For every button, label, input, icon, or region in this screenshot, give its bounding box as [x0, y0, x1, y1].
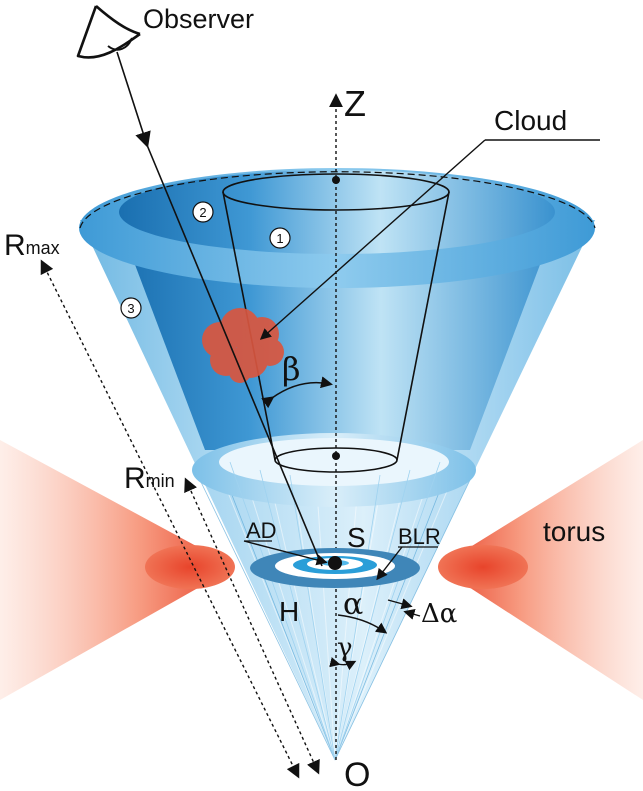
alpha-arc — [337, 614, 388, 634]
svg-text:3: 3 — [127, 301, 134, 316]
svg-text:2: 2 — [199, 205, 206, 220]
beta-label: β — [282, 350, 301, 388]
torus-label: torus — [543, 516, 605, 547]
region-marker-2: 2 — [192, 201, 214, 223]
ad-label: AD — [246, 518, 277, 543]
delta-alpha-label: Δα — [421, 599, 457, 629]
axis-dot-bottom — [332, 452, 340, 460]
s-label: S — [347, 522, 366, 553]
region-marker-1: 1 — [269, 227, 291, 249]
upper-rim — [79, 168, 596, 288]
blr-label: BLR — [398, 524, 441, 549]
rmax-label: Rmax — [4, 229, 60, 262]
ad-pointer — [243, 540, 328, 566]
origin-label: O — [344, 756, 370, 791]
gamma-arc — [329, 657, 357, 671]
central-source — [328, 556, 342, 570]
svg-text:1: 1 — [276, 231, 283, 246]
rmin-label: Rmin — [124, 462, 175, 495]
z-axis — [329, 93, 343, 760]
blr-pointer — [376, 546, 403, 581]
axis-dot-top — [332, 176, 340, 184]
observer-label: Observer — [143, 4, 254, 34]
delta-alpha-arrow-1 — [387, 598, 413, 610]
h-label: H — [279, 596, 299, 627]
torus-right — [438, 440, 643, 700]
alpha-label: α — [343, 587, 363, 622]
blr-rings — [250, 548, 420, 588]
gamma-label: γ — [337, 633, 353, 663]
z-axis-label: Z — [344, 83, 366, 124]
region-marker-3: 3 — [120, 297, 142, 319]
cloud-label: Cloud — [494, 105, 567, 136]
delta-alpha-arrow-2 — [403, 608, 421, 620]
observer-eye-icon — [76, 5, 141, 59]
